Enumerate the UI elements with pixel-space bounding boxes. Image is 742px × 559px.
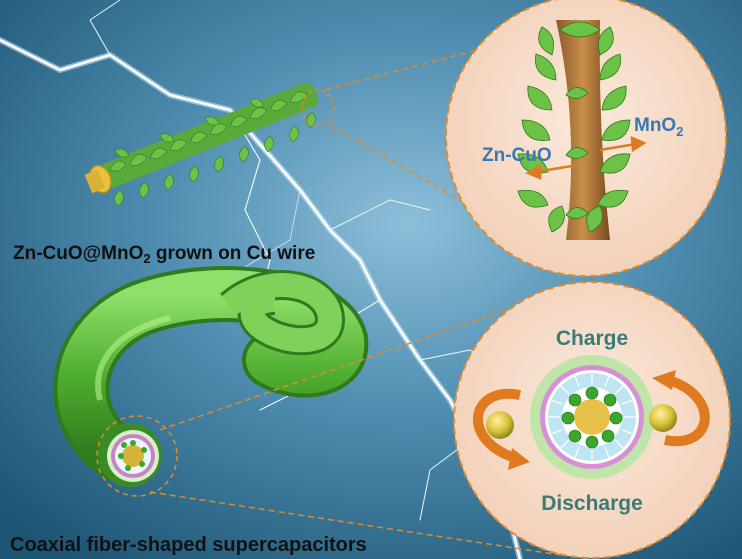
discharge-label: Discharge <box>541 492 643 515</box>
wire-caption: Zn-CuO@MnO2 grown on Cu wire <box>13 243 315 266</box>
charge-label: Charge <box>556 327 628 350</box>
curved-arrow-left <box>472 388 521 463</box>
zn-cuo-label: Zn-CuO <box>482 145 552 166</box>
zoom-marker-fiber <box>96 415 178 497</box>
ion-sphere-right <box>649 404 677 432</box>
fiber-caption: Coaxial fiber-shaped supercapacitors <box>10 534 367 556</box>
mno2-label: MnO2 <box>634 115 683 139</box>
curved-arrow-right <box>664 375 710 447</box>
electrolyte-rays <box>548 373 636 461</box>
callout-lines-bottom <box>149 304 561 556</box>
active-material <box>561 386 623 449</box>
ion-sphere-left <box>486 411 514 439</box>
callout-circle-top <box>445 0 727 277</box>
callout-circle-bottom <box>453 281 731 559</box>
coated-cu-wire <box>84 82 318 207</box>
zoom-marker-wire <box>301 89 335 127</box>
mno2-leaves <box>517 21 631 233</box>
coaxial-fiber <box>53 265 369 487</box>
direction-arrows <box>525 136 647 180</box>
